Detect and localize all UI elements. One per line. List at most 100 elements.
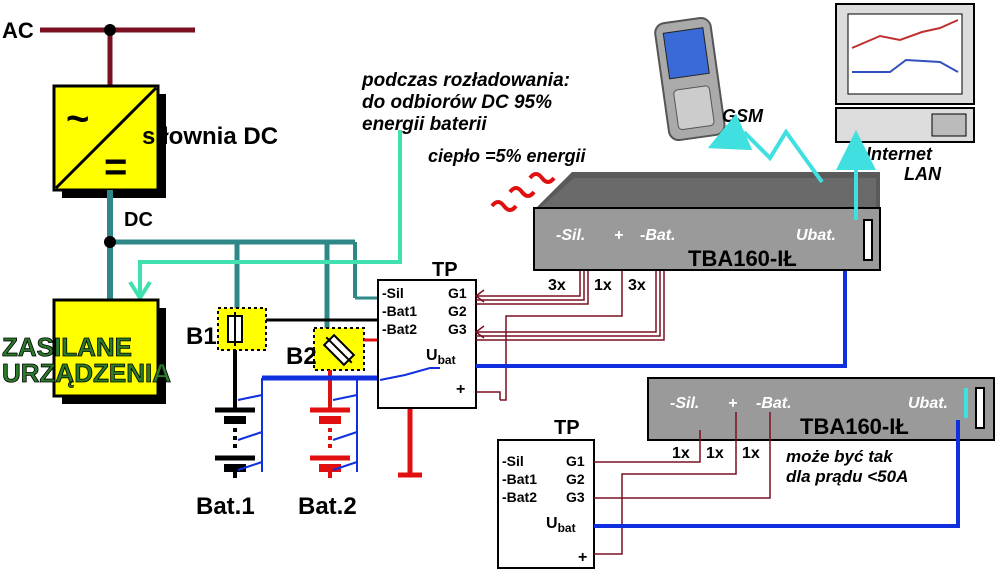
tp-bottom-wires <box>594 412 771 555</box>
loads: ZASILANE URZĄDZENIA <box>2 298 172 404</box>
bat1-label: Bat.1 <box>196 493 255 520</box>
tba-bottom-mult-sil: 1x <box>672 445 690 462</box>
wire-plus-link <box>476 391 501 400</box>
note-line2: dla prądu <50A <box>786 467 908 486</box>
tp-top-g3: G3 <box>448 321 467 337</box>
fuse-b1: B1 <box>186 307 267 351</box>
tp-bottom-sil: -Sil <box>502 453 524 469</box>
tp-bottom-box <box>497 439 595 569</box>
tba-top-body <box>533 207 881 271</box>
zasilane-line2: URZĄDZENIA <box>2 358 171 388</box>
tp-top: TP -Sil -Bat1 -Bat2 G1 G2 G3 Ubat + <box>377 259 477 409</box>
tp-bottom-plus: + <box>578 549 587 566</box>
tba-top-mult-sil: 3x <box>548 277 566 294</box>
dc-bus: DC <box>104 190 378 332</box>
bat2-label: Bat.2 <box>298 493 357 520</box>
tp-bottom-ubat: Ubat <box>546 515 576 535</box>
tba-top-bat: -Bat. <box>640 227 676 244</box>
b2-label: B2 <box>286 343 317 370</box>
dc-label: DC <box>124 209 153 231</box>
monitor-plot-2 <box>852 58 959 73</box>
wire-b-sil <box>594 430 701 463</box>
lan-label: LAN <box>904 164 942 184</box>
tp-bottom-title: TP <box>554 417 580 439</box>
tba-bottom-mult-bat: 1x <box>742 445 760 462</box>
ubat-tap1 <box>237 394 263 401</box>
silownia-label: siłownia DC <box>142 123 278 150</box>
tp-bottom-g3: G3 <box>566 489 585 505</box>
heat-label: ciepło =5% energii <box>428 146 587 166</box>
ubat-tap4 <box>332 394 358 401</box>
gsm-label: GSM <box>722 106 764 126</box>
tp-top-bat2: -Bat2 <box>382 321 417 337</box>
battery-1: Bat.1 <box>196 350 255 520</box>
gsm-signal-line <box>742 128 824 184</box>
discharge-arrow-head <box>128 280 152 302</box>
loads-box <box>52 298 160 398</box>
tba-bottom: -Sil. + -Bat. Ubat. TBA160-IŁ <box>647 377 995 441</box>
discharge-line2: do odbiorów DC 95% <box>362 92 552 113</box>
internet-label: Internet <box>866 144 933 164</box>
gsm-signal-arrow <box>707 113 753 151</box>
tba-top-ubat: Ubat. <box>796 227 836 244</box>
tp-bottom-g2: G2 <box>566 471 585 487</box>
tp-top-wires <box>474 240 665 401</box>
tp-top-box <box>377 279 477 409</box>
discharge-line3: energii baterii <box>362 114 487 135</box>
ac-node <box>104 24 116 36</box>
tba-bottom-slot <box>975 387 985 429</box>
rectifier: ~ = siłownia DC <box>52 84 278 198</box>
ubat-line-top <box>476 248 847 368</box>
computer-drive <box>931 113 967 137</box>
tba-bottom-sil: -Sil. <box>670 395 699 412</box>
battery-2: Bat.2 <box>298 370 357 520</box>
ubat-tap6 <box>332 461 358 471</box>
phone-screen <box>662 27 710 80</box>
tba-top-slot <box>863 219 873 261</box>
wire-bat-2 <box>476 250 661 337</box>
tp-top-bat1: -Bat1 <box>382 303 417 319</box>
dc-node <box>104 236 116 248</box>
fuse-b2: B2 <box>286 327 365 371</box>
ubat-tap5 <box>332 431 358 441</box>
wire-sil-3 <box>476 262 589 305</box>
wire-plus <box>500 240 623 401</box>
tp-bottom-bat1: -Bat1 <box>502 471 537 487</box>
tp-bottom: TP -Sil -Bat1 -Bat2 G1 G2 G3 Ubat + <box>497 417 595 569</box>
heat-wave-3 <box>528 172 556 184</box>
wire-b-bat <box>594 412 771 499</box>
ac-section: AC <box>2 18 195 85</box>
tp-top-plus: + <box>456 381 465 398</box>
ac-label: AC <box>2 18 34 43</box>
heat-wave-2 <box>508 186 536 198</box>
tp-top-ubat-inner <box>379 367 440 381</box>
tba-top-plus: + <box>614 227 623 244</box>
tp-top-sil: -Sil <box>382 285 404 301</box>
tba-top-lid-inner <box>540 178 876 208</box>
tba-bottom-body <box>647 377 995 441</box>
monitor-plot-1 <box>851 19 959 49</box>
zasilane-line1: ZASILANE <box>2 332 132 362</box>
tba-bottom-ubat: Ubat. <box>908 395 948 412</box>
ubat-tap3 <box>237 461 263 471</box>
tba-bottom-name: TBA160-IŁ <box>800 414 909 439</box>
tp-top-title: TP <box>432 259 458 281</box>
tp-top-g2: G2 <box>448 303 467 319</box>
computer-icon <box>835 3 975 143</box>
discharge-arrow-line <box>138 130 402 294</box>
heat-wave-1 <box>490 200 518 212</box>
wire-sil-2 <box>476 262 585 301</box>
phone-icon <box>654 16 726 142</box>
arrow-g1 <box>474 289 485 303</box>
rectifier-diagonal <box>54 86 158 190</box>
tba-top-sil: -Sil. <box>556 227 585 244</box>
ubat-tap2 <box>237 431 263 441</box>
phone-keypad <box>673 85 715 131</box>
dc-symbol: = <box>104 145 127 189</box>
ubat-line-bottom <box>594 420 960 528</box>
tp-bottom-g1: G1 <box>566 453 585 469</box>
ac-symbol: ~ <box>66 97 89 141</box>
tba-top-name: TBA160-IŁ <box>688 246 797 271</box>
wire-sil-1 <box>476 262 581 297</box>
